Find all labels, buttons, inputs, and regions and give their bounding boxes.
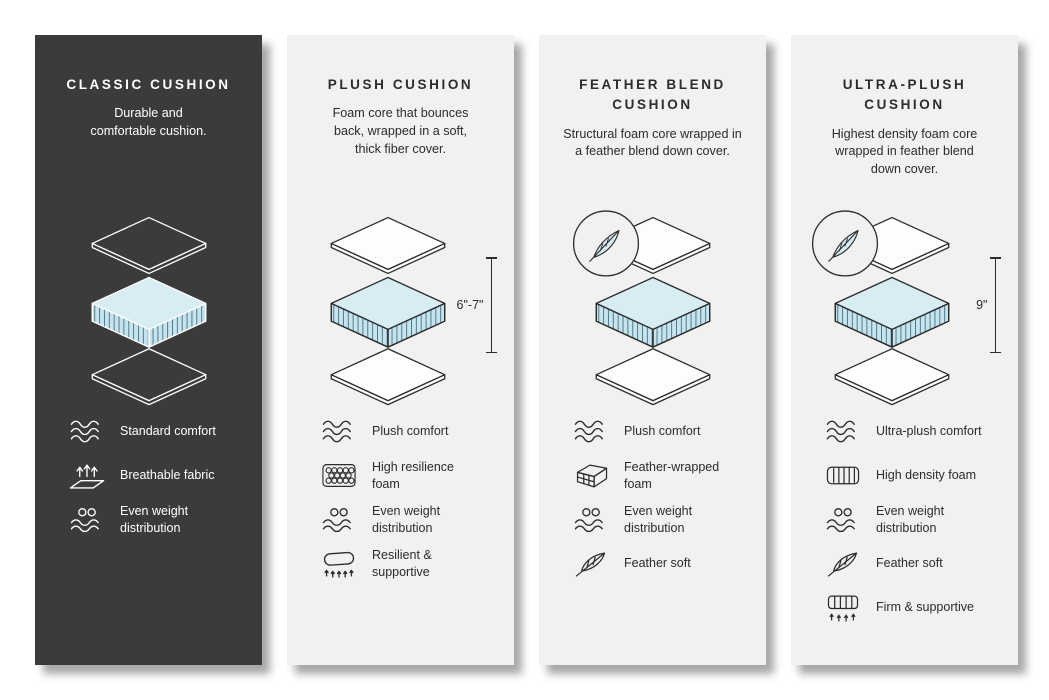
feature-label: Plush comfort	[624, 424, 701, 439]
measurement-line	[990, 257, 1000, 353]
cushion-illustration	[559, 187, 746, 409]
column-title: ULTRA-PLUSH CUSHION	[842, 77, 967, 113]
column-ultra-plush-cushion: ULTRA-PLUSH CUSHION Highest density foam…	[791, 35, 1018, 665]
column-classic-cushion: CLASSIC CUSHION Durable and comfortable …	[35, 35, 262, 665]
column-header: FEATHER BLEND CUSHION Structural foam co…	[559, 75, 746, 187]
feature-list: Plush comfort Feather-wrapped foam Even …	[559, 415, 746, 591]
feature-label: High density foam	[876, 468, 977, 483]
feature-item: Plush comfort	[319, 415, 494, 448]
even-weight-icon	[571, 505, 611, 534]
column-description: Foam core that bounces back, wrapped in …	[332, 106, 469, 156]
feature-list: Plush comfort High resilience foam Even …	[307, 415, 494, 591]
waves-icon	[67, 417, 107, 446]
height-measurement: 9"	[976, 257, 1000, 353]
feature-item: Even weight distribution	[319, 503, 494, 536]
column-title: FEATHER BLEND CUSHION	[579, 77, 726, 113]
cushion-illustration: 6"-7"	[307, 187, 496, 409]
feature-item: Feather-wrapped foam	[571, 459, 746, 492]
feature-label: Plush comfort	[372, 424, 449, 439]
feature-label: Even weight distribution	[372, 504, 441, 535]
measurement-label: 6"-7"	[456, 298, 484, 312]
feature-label: Even weight distribution	[876, 504, 945, 535]
feature-item: Even weight distribution	[67, 503, 242, 536]
column-header: CLASSIC CUSHION Durable and comfortable …	[55, 75, 242, 187]
cushion-illustration: 9"	[811, 187, 1000, 409]
layered-cushion-diagram	[811, 210, 949, 406]
feature-item: Plush comfort	[571, 415, 746, 448]
column-description: Durable and comfortable cushion.	[90, 106, 207, 139]
column-description: Highest density foam core wrapped in fea…	[831, 126, 978, 177]
column-header: PLUSH CUSHION Foam core that bounces bac…	[307, 75, 494, 187]
even-weight-icon	[823, 505, 863, 534]
feature-item: Firm & supportive	[823, 591, 998, 624]
firm-supportive-icon	[823, 593, 863, 622]
feature-item: Standard comfort	[67, 415, 242, 448]
waves-icon	[571, 417, 611, 446]
feature-item: Even weight distribution	[571, 503, 746, 536]
cushion-illustration	[55, 187, 242, 409]
feature-label: High resilience foam	[372, 460, 454, 491]
feature-item: High resilience foam	[319, 459, 494, 492]
feature-label: Feather soft	[624, 556, 691, 571]
feature-item: Resilient & supportive	[319, 547, 494, 580]
feather-wrapped-foam-icon	[571, 461, 611, 490]
feature-item: Ultra-plush comfort	[823, 415, 998, 448]
feature-label: Even weight distribution	[624, 504, 693, 535]
feature-list: Ultra-plush comfort High density foam Ev…	[811, 415, 998, 635]
feature-label: Breathable fabric	[120, 468, 215, 483]
feature-label: Feather-wrapped foam	[624, 460, 720, 491]
column-description: Structural foam core wrapped in a feathe…	[563, 126, 742, 159]
high-density-foam-icon	[823, 461, 863, 490]
feather-icon	[823, 549, 863, 578]
waves-icon	[319, 417, 359, 446]
column-header: ULTRA-PLUSH CUSHION Highest density foam…	[811, 75, 998, 187]
foam-bubbles-icon	[319, 461, 359, 490]
even-weight-icon	[67, 505, 107, 534]
feather-icon	[571, 549, 611, 578]
resilient-supportive-icon	[319, 549, 359, 578]
feature-label: Resilient & supportive	[372, 548, 432, 579]
feather-badge-icon	[811, 210, 878, 277]
feature-item: Feather soft	[571, 547, 746, 580]
measurement-line	[486, 257, 496, 353]
feature-label: Firm & supportive	[876, 600, 974, 615]
layered-cushion-diagram	[572, 210, 710, 406]
measurement-label: 9"	[976, 298, 988, 312]
feature-item: Feather soft	[823, 547, 998, 580]
even-weight-icon	[319, 505, 359, 534]
feature-item: High density foam	[823, 459, 998, 492]
column-title: CLASSIC CUSHION	[66, 77, 231, 92]
feature-label: Ultra-plush comfort	[876, 424, 982, 439]
waves-icon	[823, 417, 863, 446]
height-measurement: 6"-7"	[456, 257, 496, 353]
column-title: PLUSH CUSHION	[327, 77, 474, 92]
feature-label: Standard comfort	[120, 424, 216, 439]
breathable-fabric-icon	[67, 461, 107, 490]
feather-badge-icon	[572, 210, 639, 277]
feature-label: Feather soft	[876, 556, 943, 571]
column-feather-blend-cushion: FEATHER BLEND CUSHION Structural foam co…	[539, 35, 766, 665]
feature-label: Even weight distribution	[120, 504, 189, 535]
layered-cushion-diagram	[330, 216, 445, 406]
column-plush-cushion: PLUSH CUSHION Foam core that bounces bac…	[287, 35, 514, 665]
layered-cushion-diagram	[91, 216, 206, 406]
feature-item: Even weight distribution	[823, 503, 998, 536]
feature-item: Breathable fabric	[67, 459, 242, 492]
feature-list: Standard comfort Breathable fabric Even …	[55, 415, 242, 547]
